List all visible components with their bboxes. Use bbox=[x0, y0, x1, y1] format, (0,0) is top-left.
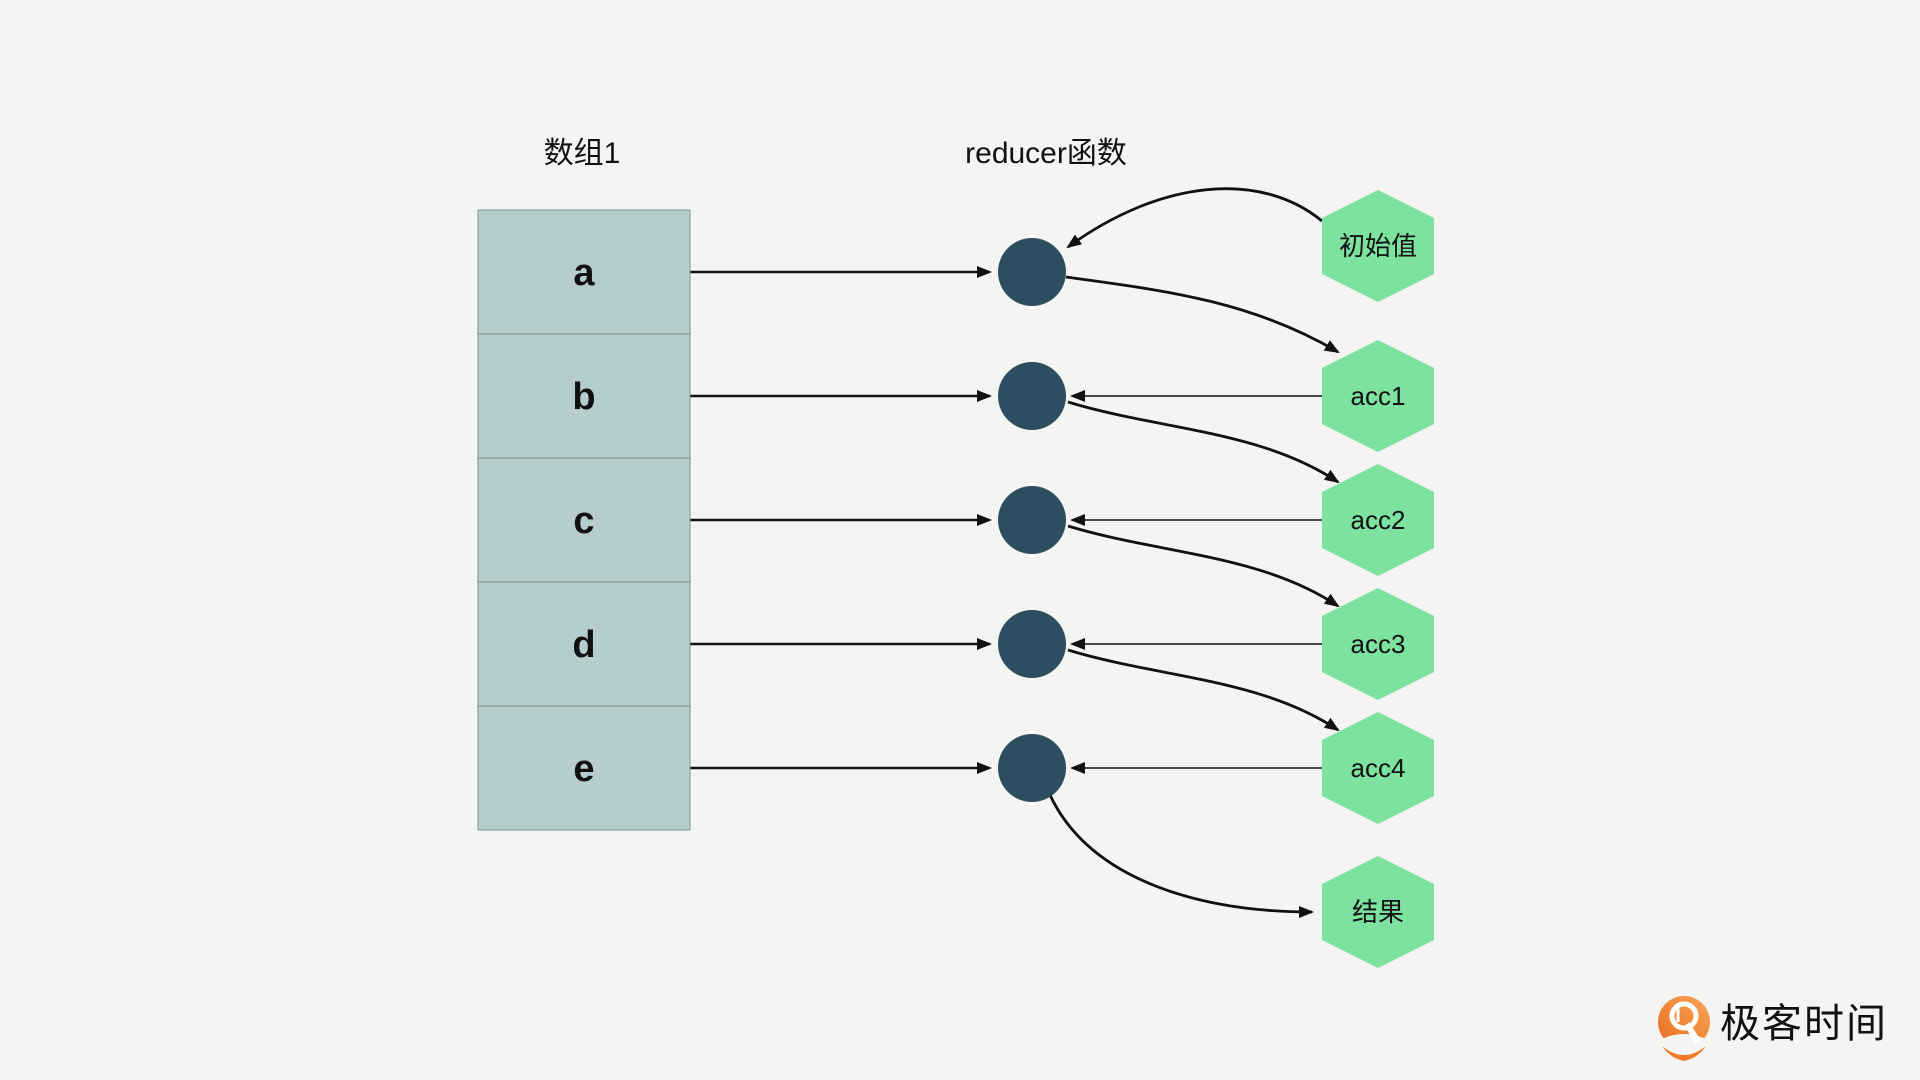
arrow-node5-to-result bbox=[1048, 794, 1314, 918]
hexagon-result-label: 结果 bbox=[1352, 897, 1404, 927]
hexagon-acc1 bbox=[1322, 340, 1434, 452]
hexagon-acc1-label: acc1 bbox=[1351, 381, 1406, 411]
geektime-logo: 极客时间 bbox=[1656, 996, 1888, 1061]
geektime-logo-text: 极客时间 bbox=[1720, 1002, 1888, 1046]
reducer-node-2 bbox=[998, 362, 1066, 430]
array-cell bbox=[477, 457, 691, 583]
accumulator-column: 初始值 acc1 acc2 acc3 acc4 结果 bbox=[1322, 190, 1434, 968]
reducer-node-3 bbox=[998, 486, 1066, 554]
arrow-layer bbox=[690, 187, 1340, 918]
reducer-column-title: reducer函数 bbox=[965, 137, 1127, 170]
array-column-title: 数组1 bbox=[544, 137, 621, 170]
array-cell-label: a bbox=[573, 252, 595, 294]
logo-q-tail bbox=[1684, 1022, 1701, 1044]
logo-ring bbox=[1669, 1001, 1699, 1031]
arrow-node1-to-acc1 bbox=[1065, 275, 1340, 354]
hexagon-acc4-label: acc4 bbox=[1351, 753, 1406, 783]
array-column: a b c d e bbox=[477, 209, 691, 831]
hexagon-acc3 bbox=[1322, 588, 1434, 700]
array-cell-label: b bbox=[572, 376, 595, 418]
hexagon-acc3-label: acc3 bbox=[1351, 629, 1406, 659]
arrow-node4-to-acc4 bbox=[1067, 648, 1340, 732]
hexagon-result bbox=[1322, 856, 1434, 968]
array-cell-label: e bbox=[573, 748, 594, 790]
reducer-node-5 bbox=[998, 734, 1066, 802]
array-cell-label: c bbox=[573, 500, 594, 542]
arrow-node2-to-acc2 bbox=[1067, 400, 1340, 484]
array-cell bbox=[477, 333, 691, 459]
arrow-initial-to-node1 bbox=[1066, 187, 1323, 249]
array-cell-label: d bbox=[572, 624, 595, 666]
hexagon-initial-value bbox=[1322, 190, 1434, 302]
reducer-node-1 bbox=[998, 238, 1066, 306]
array-cell bbox=[477, 581, 691, 707]
hexagon-initial-label: 初始值 bbox=[1339, 231, 1417, 261]
arrow-node3-to-acc3 bbox=[1067, 524, 1340, 608]
hexagon-acc4 bbox=[1322, 712, 1434, 824]
array-cell bbox=[477, 209, 691, 335]
array-cell bbox=[477, 705, 691, 831]
reducer-node-4 bbox=[998, 610, 1066, 678]
logo-smile bbox=[1662, 1046, 1706, 1061]
geektime-q-icon bbox=[1656, 996, 1712, 1061]
reducer-node-column bbox=[998, 238, 1066, 802]
hexagon-acc2 bbox=[1322, 464, 1434, 576]
hexagon-acc2-label: acc2 bbox=[1351, 505, 1406, 535]
